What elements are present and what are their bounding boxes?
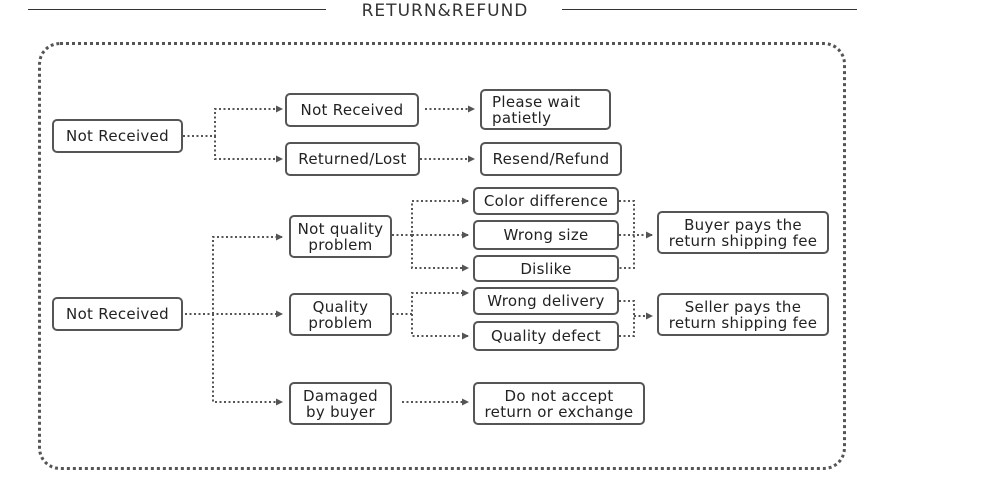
node-wrong-delivery: Wrong delivery (473, 287, 619, 315)
node-damaged-by-buyer: Damaged by buyer (289, 382, 392, 425)
connector (212, 233, 283, 314)
connector (183, 105, 283, 137)
connector (392, 197, 469, 236)
page-title: RETURN&REFUND (361, 1, 529, 21)
node-quality-defect: Quality defect (473, 321, 619, 351)
node-color-difference: Color difference (473, 187, 619, 215)
header-rule-left (28, 9, 326, 10)
node-buyer-pays: Buyer pays the return shipping fee (657, 211, 829, 254)
node-wrong-size: Wrong size (473, 220, 619, 250)
node-quality-problem: Quality problem (289, 293, 392, 336)
connector (214, 136, 283, 163)
connector (411, 314, 469, 340)
node-seller-pays: Seller pays the return shipping fee (657, 293, 829, 336)
connector (619, 300, 635, 337)
diagram-frame (38, 42, 846, 470)
node-not-received-top: Not Received (52, 119, 183, 153)
connector (619, 200, 635, 269)
connector (411, 235, 469, 272)
node-dislike: Dislike (473, 255, 619, 282)
connector (212, 314, 283, 406)
node-resend-refund: Resend/Refund (480, 142, 622, 176)
node-do-not-accept: Do not accept return or exchange (473, 382, 645, 425)
node-not-quality-problem: Not quality problem (289, 215, 392, 258)
node-not-received-bottom: Not Received (52, 297, 183, 331)
node-returned-lost: Returned/Lost (285, 142, 420, 176)
header-rule-right (562, 9, 857, 10)
node-please-wait: Please wait patietly (480, 89, 611, 130)
connector (392, 289, 469, 315)
node-not-received-sub: Not Received (285, 93, 419, 127)
